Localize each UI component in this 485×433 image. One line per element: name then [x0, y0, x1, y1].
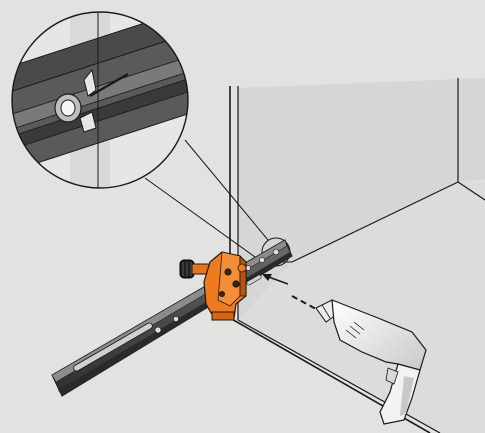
- arrow-head: [262, 274, 272, 281]
- jig-hole: [224, 268, 232, 276]
- magnifier-detail-icon: [11, 11, 189, 189]
- runner-small-slot: [246, 274, 262, 286]
- runner-hole: [173, 316, 179, 322]
- cabinet: [229, 78, 485, 433]
- drill-vent: [345, 321, 365, 339]
- leader-line-upper: [184, 139, 269, 241]
- drilling-jig-icon: [179, 251, 247, 321]
- magnified-indicator-line: [89, 72, 129, 98]
- magnified-hole: [60, 99, 76, 117]
- magnifier-border: [11, 11, 189, 189]
- jig-hole: [232, 280, 240, 288]
- runner-hole: [154, 326, 162, 334]
- power-drill-icon: [315, 299, 427, 425]
- magnified-notch: [83, 68, 97, 97]
- drill-handle-shadow: [400, 376, 414, 416]
- cabinet-floor-back-edge: [457, 181, 485, 201]
- jig-hole: [218, 290, 225, 297]
- magnified-rail-lower-groove: [12, 74, 188, 154]
- jig-small-knob: [237, 263, 247, 273]
- direction-arrow: [262, 274, 289, 285]
- magnified-rail-groove: [12, 52, 188, 134]
- runner-hole: [259, 257, 265, 263]
- drill-bit-path: [291, 295, 319, 311]
- jig-face: [217, 251, 241, 307]
- leader-line-lower: [144, 177, 263, 263]
- runner-long-slot: [73, 322, 153, 372]
- magnified-notch-lower: [79, 111, 97, 133]
- runner-hole: [272, 248, 280, 256]
- cabinet-floor-panel: [238, 182, 485, 433]
- drill-trigger: [385, 367, 399, 385]
- cabinet-back-panel: [238, 78, 485, 320]
- jig-side-shadow: [239, 255, 247, 297]
- drill-chuck-ring: [321, 304, 331, 319]
- jig-foot: [211, 311, 235, 321]
- cabinet-inner-edge: [291, 181, 459, 263]
